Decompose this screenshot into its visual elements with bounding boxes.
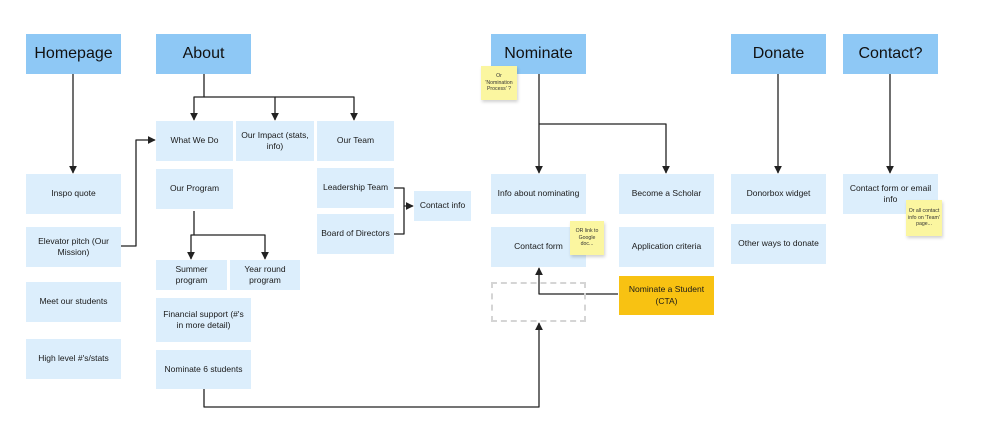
- card-info-about-nominating[interactable]: Info about nominating: [491, 174, 586, 214]
- card-year-round-program-label: Year round program: [244, 263, 286, 285]
- card-donorbox-widget[interactable]: Donorbox widget: [731, 174, 826, 214]
- connector-board-contactinfo: [394, 206, 405, 235]
- card-financial-support-label: Financial support (#'s in more detail): [163, 308, 244, 330]
- connector-nominate-scholar: [539, 123, 670, 174]
- card-summer-program-label: Summer program: [175, 263, 208, 285]
- card-year-round-program[interactable]: Year round program: [230, 260, 300, 290]
- card-board-of-directors-label: Board of Directors: [321, 228, 390, 239]
- card-high-level-stats[interactable]: High level #'s/stats: [26, 339, 121, 379]
- card-application-criteria-label: Application criteria: [631, 241, 702, 252]
- card-other-ways-to-donate[interactable]: Other ways to donate: [731, 224, 826, 264]
- card-contact-form-email[interactable]: Contact form or email info: [843, 174, 938, 214]
- card-our-program-label: Our Program: [169, 183, 220, 194]
- card-contact-form-email-label: Contact form or email info: [849, 182, 932, 204]
- card-our-impact[interactable]: Our Impact (stats, info): [236, 121, 314, 161]
- card-contact-info[interactable]: Contact info: [414, 191, 471, 221]
- card-leadership-team[interactable]: Leadership Team: [317, 168, 394, 208]
- card-contact-info-label: Contact info: [419, 200, 466, 211]
- card-our-impact-label: Our Impact (stats, info): [241, 129, 309, 151]
- card-inspo-quote[interactable]: Inspo quote: [26, 174, 121, 214]
- homepage-header[interactable]: Homepage: [26, 34, 121, 74]
- card-nominate-6-students[interactable]: Nominate 6 students: [156, 350, 251, 389]
- donate-header-label: Donate: [752, 45, 805, 62]
- card-elevator-pitch-label: Elevator pitch (Our Mission): [38, 235, 109, 257]
- card-application-criteria[interactable]: Application criteria: [619, 227, 714, 267]
- card-meet-students-label: Meet our students: [39, 296, 108, 307]
- card-info-about-nominating-label: Info about nominating: [497, 188, 580, 199]
- card-donorbox-widget-label: Donorbox widget: [746, 188, 811, 199]
- contact-header-label: Contact?: [858, 45, 923, 62]
- card-what-we-do-label: What We Do: [170, 135, 219, 146]
- donate-header[interactable]: Donate: [731, 34, 826, 74]
- card-become-scholar-label: Become a Scholar: [631, 188, 702, 199]
- card-what-we-do[interactable]: What We Do: [156, 121, 233, 161]
- nominate-header-label: Nominate: [504, 45, 573, 62]
- card-become-scholar[interactable]: Become a Scholar: [619, 174, 714, 214]
- sticky-note-nomination-process[interactable]: Or 'Nomination Process' ?: [481, 66, 517, 100]
- connector-nominate6-placeholder: [203, 322, 543, 408]
- connector-cta-contactform: [535, 267, 618, 295]
- card-summer-program[interactable]: Summer program: [156, 260, 227, 290]
- card-our-program[interactable]: Our Program: [156, 169, 233, 209]
- card-our-team-label: Our Team: [336, 135, 375, 146]
- placeholder-card[interactable]: [491, 282, 586, 322]
- about-header[interactable]: About: [156, 34, 251, 74]
- connector-program-summer: [187, 211, 195, 260]
- connector-program-yearround: [194, 234, 269, 260]
- card-high-level-stats-label: High level #'s/stats: [38, 353, 109, 364]
- card-other-ways-to-donate-label: Other ways to donate: [738, 238, 819, 249]
- card-our-team[interactable]: Our Team: [317, 121, 394, 161]
- card-inspo-quote-label: Inspo quote: [51, 188, 96, 199]
- card-contact-form-label: Contact form: [514, 241, 563, 252]
- card-financial-support[interactable]: Financial support (#'s in more detail): [156, 298, 251, 342]
- homepage-header-label: Homepage: [34, 45, 113, 62]
- connector-about-impact: [204, 96, 279, 121]
- card-nominate-student-cta[interactable]: Nominate a Student (CTA): [619, 276, 714, 315]
- sticky-note-team-page[interactable]: Or all contact info on 'Team' page...: [906, 200, 942, 236]
- card-leadership-team-label: Leadership Team: [322, 182, 389, 193]
- card-elevator-pitch[interactable]: Elevator pitch (Our Mission): [26, 227, 121, 267]
- connector-about-team: [275, 96, 358, 121]
- sticky-note-nomination-process-text: Or 'Nomination Process' ?: [485, 72, 513, 93]
- card-nominate-student-cta-label: Nominate a Student (CTA): [628, 284, 705, 306]
- connector-about-whatwedo: [190, 74, 205, 121]
- sticky-note-google-doc[interactable]: OR link to Google doc...: [570, 221, 604, 255]
- connector-leadership-contactinfo: [394, 187, 414, 210]
- sticky-note-team-page-text: Or all contact info on 'Team' page...: [908, 207, 940, 228]
- connector-pitch-whatwedo: [121, 136, 156, 247]
- card-nominate-6-students-label: Nominate 6 students: [164, 363, 243, 374]
- card-meet-students[interactable]: Meet our students: [26, 282, 121, 322]
- about-header-label: About: [182, 45, 225, 62]
- card-board-of-directors[interactable]: Board of Directors: [317, 214, 394, 254]
- contact-header[interactable]: Contact?: [843, 34, 938, 74]
- sticky-note-google-doc-text: OR link to Google doc...: [575, 227, 599, 248]
